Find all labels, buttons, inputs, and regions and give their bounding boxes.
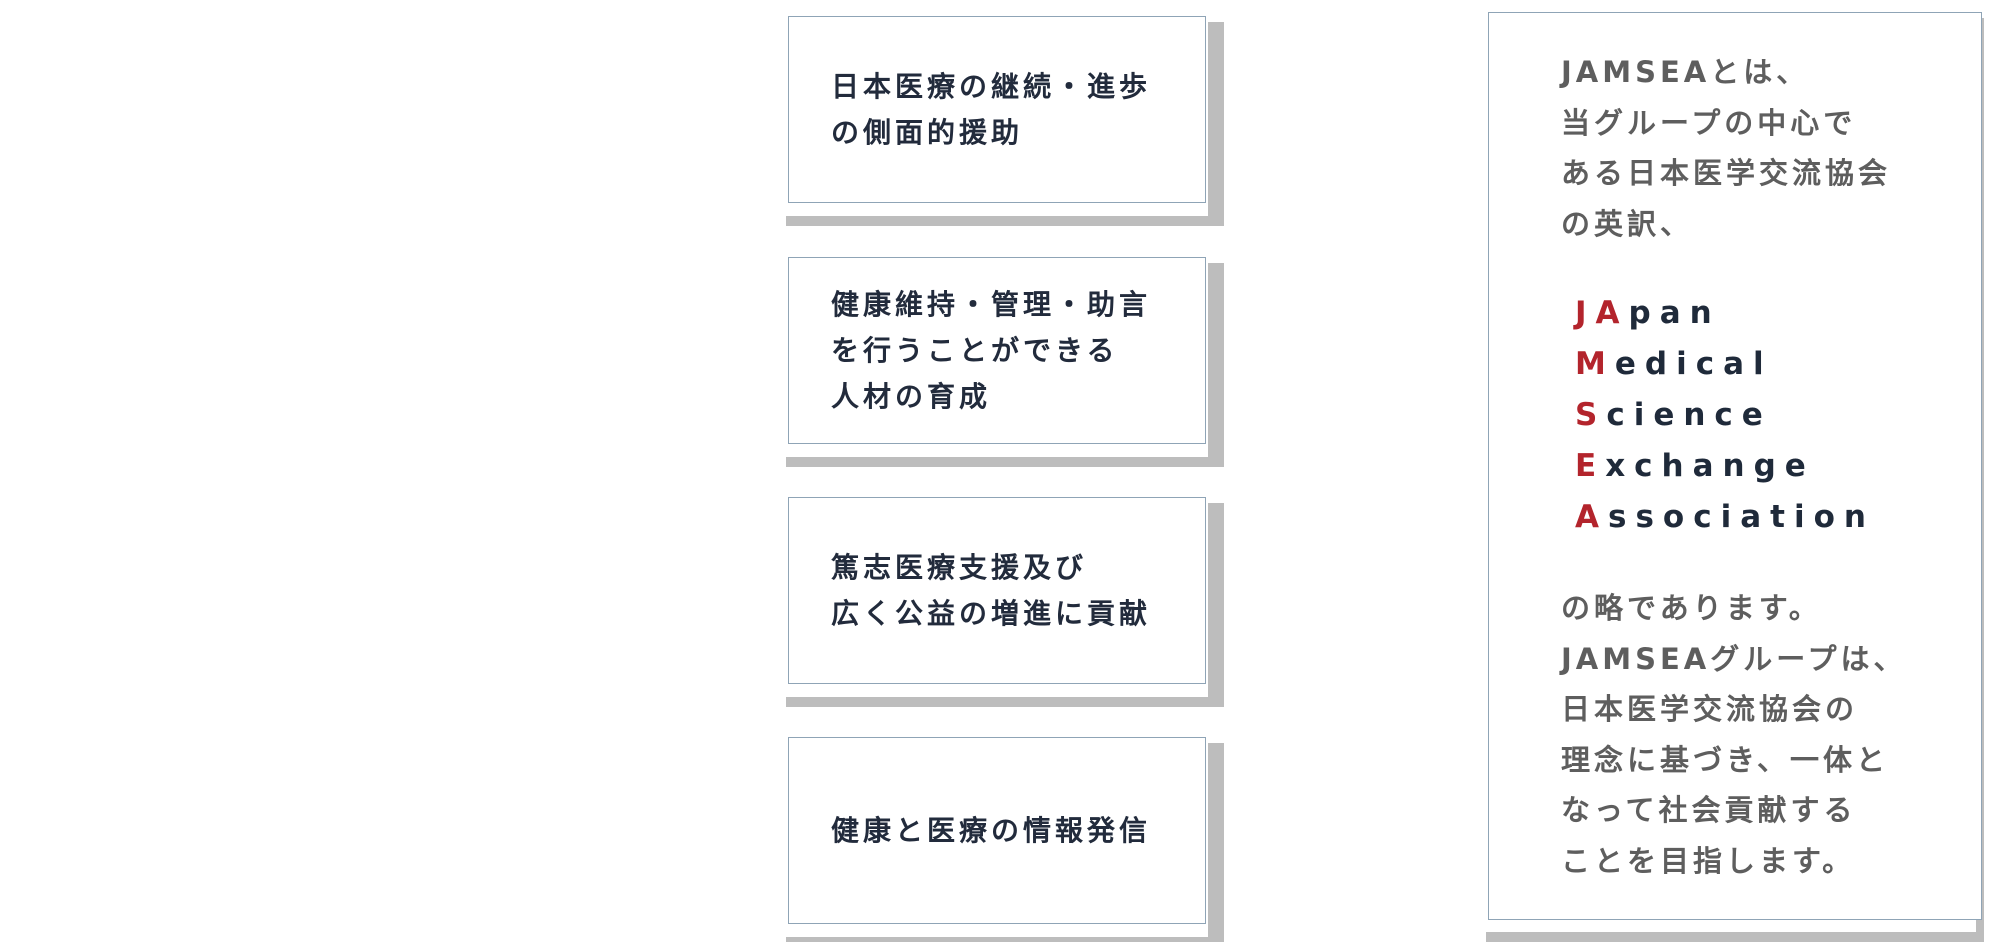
- acronym-row-exchange: Exchange: [1575, 441, 1875, 492]
- acronym-letter: E: [1575, 448, 1606, 484]
- panel-outro-text: の略であります。 JAMSEAグループは、 日本医学交流協会の 理念に基づき、一…: [1561, 591, 1907, 878]
- acronym-word-rest: cience: [1606, 397, 1772, 433]
- acronym-letter: JA: [1575, 295, 1629, 331]
- mission-card-2: 健康維持・管理・助言 を行うことができる 人材の育成: [786, 257, 1224, 467]
- mission-card-1: 日本医療の継続・進歩 の側面的援助: [786, 16, 1224, 226]
- card-box: 篤志医療支援及び 広く公益の増進に貢献: [788, 497, 1206, 684]
- acronym-row-association: Association: [1575, 492, 1875, 543]
- acronym-row-medical: Medical: [1575, 339, 1875, 390]
- mission-card-3: 篤志医療支援及び 広く公益の増進に貢献: [786, 497, 1224, 707]
- acronym-row-japan: JApan: [1575, 288, 1875, 339]
- acronym-word-rest: xchange: [1605, 448, 1815, 484]
- card-box: 日本医療の継続・進歩 の側面的援助: [788, 16, 1206, 203]
- acronym-letter: A: [1575, 499, 1608, 535]
- card-text: 篤志医療支援及び 広く公益の増進に貢献: [831, 550, 1152, 630]
- acronym-letter: M: [1575, 346, 1615, 382]
- card-text: 日本医療の継続・進歩 の側面的援助: [831, 69, 1152, 149]
- acronym-list: JApan Medical Science Exchange Associati…: [1575, 288, 1875, 543]
- acronym-row-science: Science: [1575, 390, 1875, 441]
- panel-box: JAMSEAとは、 当グループの中心で ある日本医学交流協会 の英訳、 JApa…: [1488, 12, 1982, 920]
- card-box: 健康と医療の情報発信: [788, 737, 1206, 924]
- jamsea-info-panel: JAMSEAとは、 当グループの中心で ある日本医学交流協会 の英訳、 JApa…: [1486, 12, 1984, 942]
- acronym-word-rest: edical: [1614, 346, 1773, 382]
- acronym-letter: S: [1575, 397, 1607, 433]
- panel-intro-text: JAMSEAとは、 当グループの中心で ある日本医学交流協会 の英訳、: [1561, 55, 1892, 241]
- acronym-word-rest: ssociation: [1608, 499, 1875, 535]
- mission-card-4: 健康と医療の情報発信: [786, 737, 1224, 942]
- card-text: 健康と医療の情報発信: [831, 813, 1152, 847]
- card-text: 健康維持・管理・助言 を行うことができる 人材の育成: [831, 287, 1152, 413]
- card-box: 健康維持・管理・助言 を行うことができる 人材の育成: [788, 257, 1206, 444]
- acronym-word-rest: pan: [1628, 295, 1721, 331]
